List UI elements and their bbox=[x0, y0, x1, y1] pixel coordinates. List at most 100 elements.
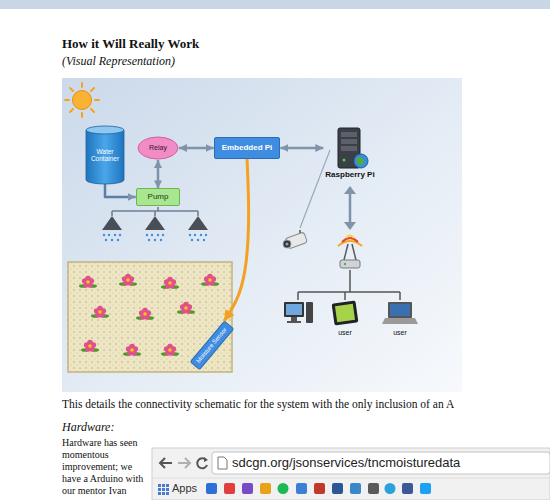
sprinkler-heads bbox=[111, 239, 113, 241]
node-label: Pump bbox=[148, 192, 169, 201]
sprinkler-heads bbox=[162, 234, 164, 236]
desktop-computer bbox=[287, 321, 301, 323]
sun-icon bbox=[73, 91, 92, 110]
router-icon bbox=[338, 241, 362, 246]
browser-screenshot bbox=[332, 483, 343, 494]
flowers bbox=[123, 344, 141, 356]
connector-arrow bbox=[157, 160, 160, 188]
sprinkler-heads bbox=[191, 239, 193, 241]
browser-screenshot bbox=[314, 483, 325, 494]
tank-shape bbox=[86, 126, 124, 134]
sprinkler-heads bbox=[151, 234, 153, 236]
laptop-device bbox=[388, 302, 412, 318]
router-link bbox=[344, 186, 356, 194]
sprinkler-heads bbox=[146, 234, 148, 236]
flowers bbox=[79, 274, 219, 356]
flowers bbox=[161, 344, 179, 356]
flowers bbox=[119, 274, 137, 286]
sprinkler-heads bbox=[148, 239, 150, 241]
desktop-computer bbox=[291, 317, 297, 321]
node-label: Raspberry Pi bbox=[325, 170, 374, 179]
server-icon bbox=[341, 132, 357, 137]
browser-screenshot bbox=[158, 492, 161, 495]
sprinkler-heads bbox=[105, 239, 107, 241]
top-band bbox=[0, 0, 550, 9]
flowers bbox=[136, 308, 154, 320]
sun-icon bbox=[65, 83, 99, 117]
sun-icon bbox=[65, 83, 99, 117]
sprinkler-pipes bbox=[112, 207, 198, 216]
water-container: Water Container bbox=[86, 126, 124, 184]
sprinkler-heads bbox=[160, 239, 162, 241]
server-icon bbox=[341, 139, 357, 144]
sprinkler-heads bbox=[103, 234, 105, 236]
router-icon bbox=[346, 236, 354, 239]
browser-screenshot bbox=[166, 492, 169, 495]
node-label: Moisture Sensor bbox=[195, 326, 228, 364]
sprinkler-heads bbox=[114, 234, 116, 236]
browser-screenshot bbox=[218, 457, 227, 469]
server-node: Raspberry Pi bbox=[323, 126, 376, 181]
network-wires bbox=[298, 270, 400, 300]
sun-icon bbox=[70, 88, 73, 91]
controller-box: Embedded Pi bbox=[214, 137, 281, 158]
browser-screenshot bbox=[166, 484, 169, 487]
browser-screenshot bbox=[166, 488, 169, 491]
garden-bed bbox=[68, 262, 232, 372]
flowers bbox=[177, 302, 195, 314]
sun-icon bbox=[91, 88, 94, 91]
browser-screenshot bbox=[350, 483, 361, 494]
browser-screenshot bbox=[158, 488, 161, 491]
flowers bbox=[81, 340, 99, 352]
device-label: user bbox=[393, 329, 407, 337]
camera-icon bbox=[283, 240, 291, 248]
browser-screenshot bbox=[242, 483, 253, 494]
device-label: user bbox=[338, 329, 352, 337]
relay-shape bbox=[138, 137, 178, 159]
laptop-device bbox=[390, 304, 410, 316]
connector-arrow bbox=[224, 159, 249, 322]
desktop-computer bbox=[284, 302, 304, 317]
sprinkler-heads bbox=[200, 234, 202, 236]
browser-screenshot bbox=[368, 483, 379, 494]
tablet-device bbox=[332, 300, 359, 325]
tablet-device bbox=[332, 300, 359, 325]
connector-arrow bbox=[105, 184, 136, 197]
browser-screenshot bbox=[206, 483, 217, 494]
browser-screenshot bbox=[158, 484, 161, 487]
laptop-device bbox=[382, 318, 418, 324]
node-label: Relay bbox=[149, 144, 167, 152]
body-text: Hardware has seen momentous improvement;… bbox=[62, 437, 150, 497]
flowers bbox=[201, 274, 219, 286]
sprinkler-heads bbox=[154, 239, 156, 241]
browser-screenshot bbox=[152, 478, 550, 479]
router-icon bbox=[340, 260, 360, 268]
sprinkler-heads bbox=[103, 234, 207, 241]
sun-icon bbox=[70, 109, 73, 112]
sensor-box: Moisture Sensor bbox=[190, 320, 234, 369]
tank-shape bbox=[86, 130, 124, 184]
browser-screenshot bbox=[152, 448, 550, 500]
sun-icon bbox=[91, 109, 94, 112]
server-icon bbox=[354, 154, 368, 168]
sprinkler-heads bbox=[188, 216, 208, 230]
browser-screenshot bbox=[278, 483, 289, 494]
browser-screenshot bbox=[212, 452, 550, 474]
browser-screenshot bbox=[162, 484, 165, 487]
sprinkler-heads bbox=[205, 234, 207, 236]
sprinkler-pipes bbox=[112, 207, 198, 216]
body-text: This details the connectivity schematic … bbox=[62, 398, 454, 412]
sprinkler-heads bbox=[102, 216, 122, 230]
browser-screenshot bbox=[224, 483, 235, 494]
server-icon bbox=[330, 126, 370, 170]
desktop-computer bbox=[284, 302, 313, 323]
browser-screenshot bbox=[385, 483, 396, 494]
browser-screenshot bbox=[260, 483, 271, 494]
sun-icon bbox=[81, 83, 83, 87]
browser-screenshot bbox=[162, 488, 165, 491]
sprinkler-heads bbox=[189, 234, 191, 236]
connector-arrow bbox=[179, 147, 214, 150]
